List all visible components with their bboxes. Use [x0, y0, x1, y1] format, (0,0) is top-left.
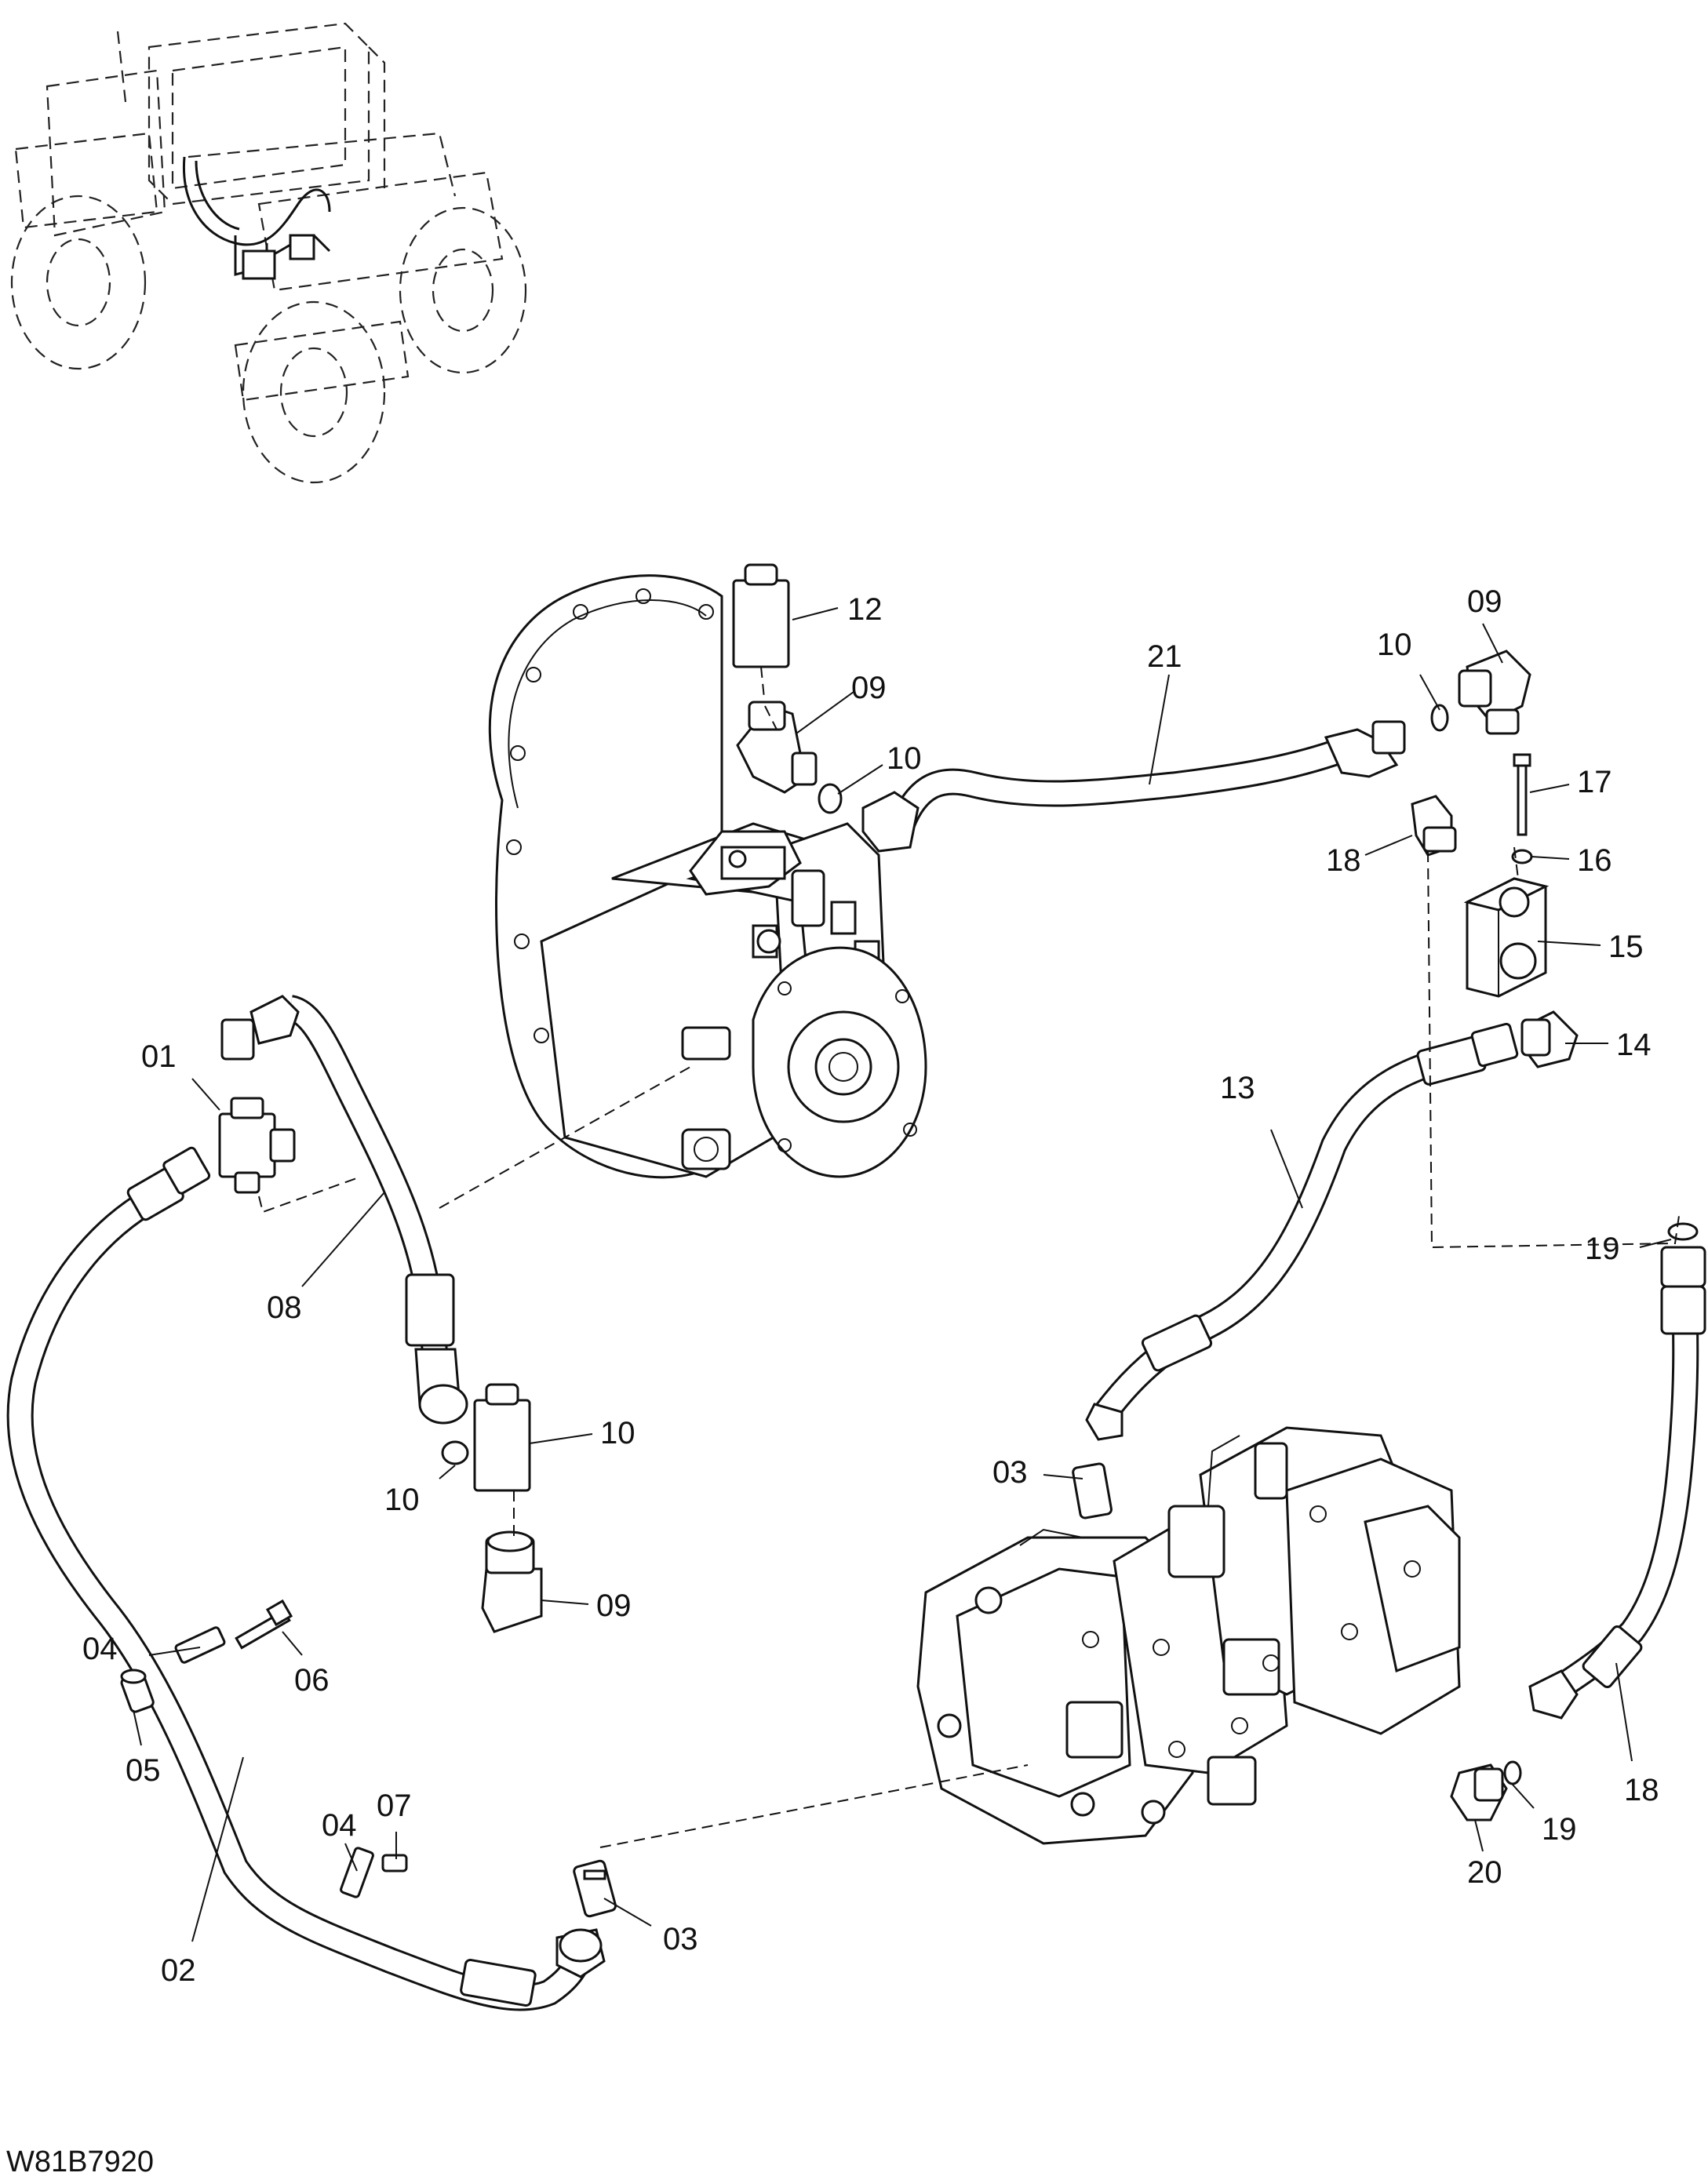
oring-19-lower [1503, 1760, 1522, 1785]
part-09-middle [481, 1530, 543, 1633]
hose-18 [1528, 1246, 1706, 1720]
callout-02: 02 [161, 1953, 196, 1988]
hose-02 [6, 1146, 606, 2011]
part-11-middle [473, 1383, 531, 1492]
callout-12: 13 [1220, 1071, 1255, 1105]
callout-09-right: 09 [1467, 584, 1502, 619]
callout-10-middle: 10 [384, 1483, 420, 1517]
callout-08: 08 [267, 1290, 302, 1325]
callout-07: 07 [377, 1789, 412, 1823]
hose-12 [1085, 1022, 1519, 1441]
callout-06: 06 [294, 1663, 330, 1698]
callout-labels: 12 09 10 21 10 09 17 16 18 15 14 13 19 0… [82, 584, 1659, 1988]
hose-21 [861, 720, 1406, 853]
callout-09-top: 09 [851, 671, 887, 705]
callout-14: 15 [1608, 930, 1644, 964]
bolt-06 [235, 1599, 293, 1650]
callout-05: 05 [126, 1753, 161, 1788]
callout-03-lower: 03 [663, 1922, 698, 1956]
tee-01 [218, 1097, 296, 1194]
callout-04-lower: 04 [322, 1808, 357, 1843]
main-pump-assembly [439, 574, 927, 1209]
callout-10-right: 10 [1377, 628, 1412, 662]
drawing-number: W81B7920 [6, 2145, 154, 2178]
callout-16: 17 [1577, 765, 1612, 799]
oring-10-right [1430, 704, 1449, 732]
fitting-17 [1411, 795, 1457, 857]
elbow-20 [1450, 1763, 1508, 1822]
elbow-13 [1520, 1010, 1579, 1068]
callout-01: 01 [141, 1039, 177, 1074]
hose-08 [220, 995, 468, 1425]
callout-18-main: 18 [1624, 1773, 1659, 1807]
bolt-16 [1513, 753, 1531, 836]
callout-20: 20 [1467, 1855, 1502, 1890]
leader-lines [133, 607, 1672, 1942]
oring-10-top [818, 783, 843, 814]
callout-17: 18 [1326, 843, 1361, 878]
adapter-03-upper [1072, 1462, 1113, 1519]
oring-10-middle [441, 1440, 469, 1465]
callout-09-middle: 09 [596, 1589, 632, 1623]
callout-19-upper: 19 [1585, 1232, 1620, 1266]
callout-04-upper: 04 [82, 1632, 118, 1666]
callout-11-top: 12 [847, 592, 883, 627]
callout-15: 16 [1577, 843, 1612, 878]
spacer-05 [120, 1669, 155, 1713]
callout-13: 14 [1616, 1028, 1652, 1062]
callout-11-b: 10 [600, 1416, 635, 1450]
machine-location-thumbnail [10, 22, 527, 484]
callout-10-top: 10 [887, 741, 922, 776]
callout-21: 21 [1147, 639, 1182, 674]
travel-motor-assembly [916, 1426, 1461, 1845]
adapter-03-lower [573, 1859, 617, 1918]
oring-19-upper [1667, 1222, 1699, 1241]
part-09-top [736, 701, 818, 794]
callout-19-lower: 19 [1542, 1812, 1577, 1847]
block-14 [1463, 877, 1550, 998]
callout-03-upper: 03 [992, 1455, 1028, 1490]
part-09-right [1458, 650, 1531, 735]
part-11-top [732, 563, 790, 707]
bolt-07 [381, 1854, 408, 1872]
connection-lines [258, 705, 1680, 1848]
